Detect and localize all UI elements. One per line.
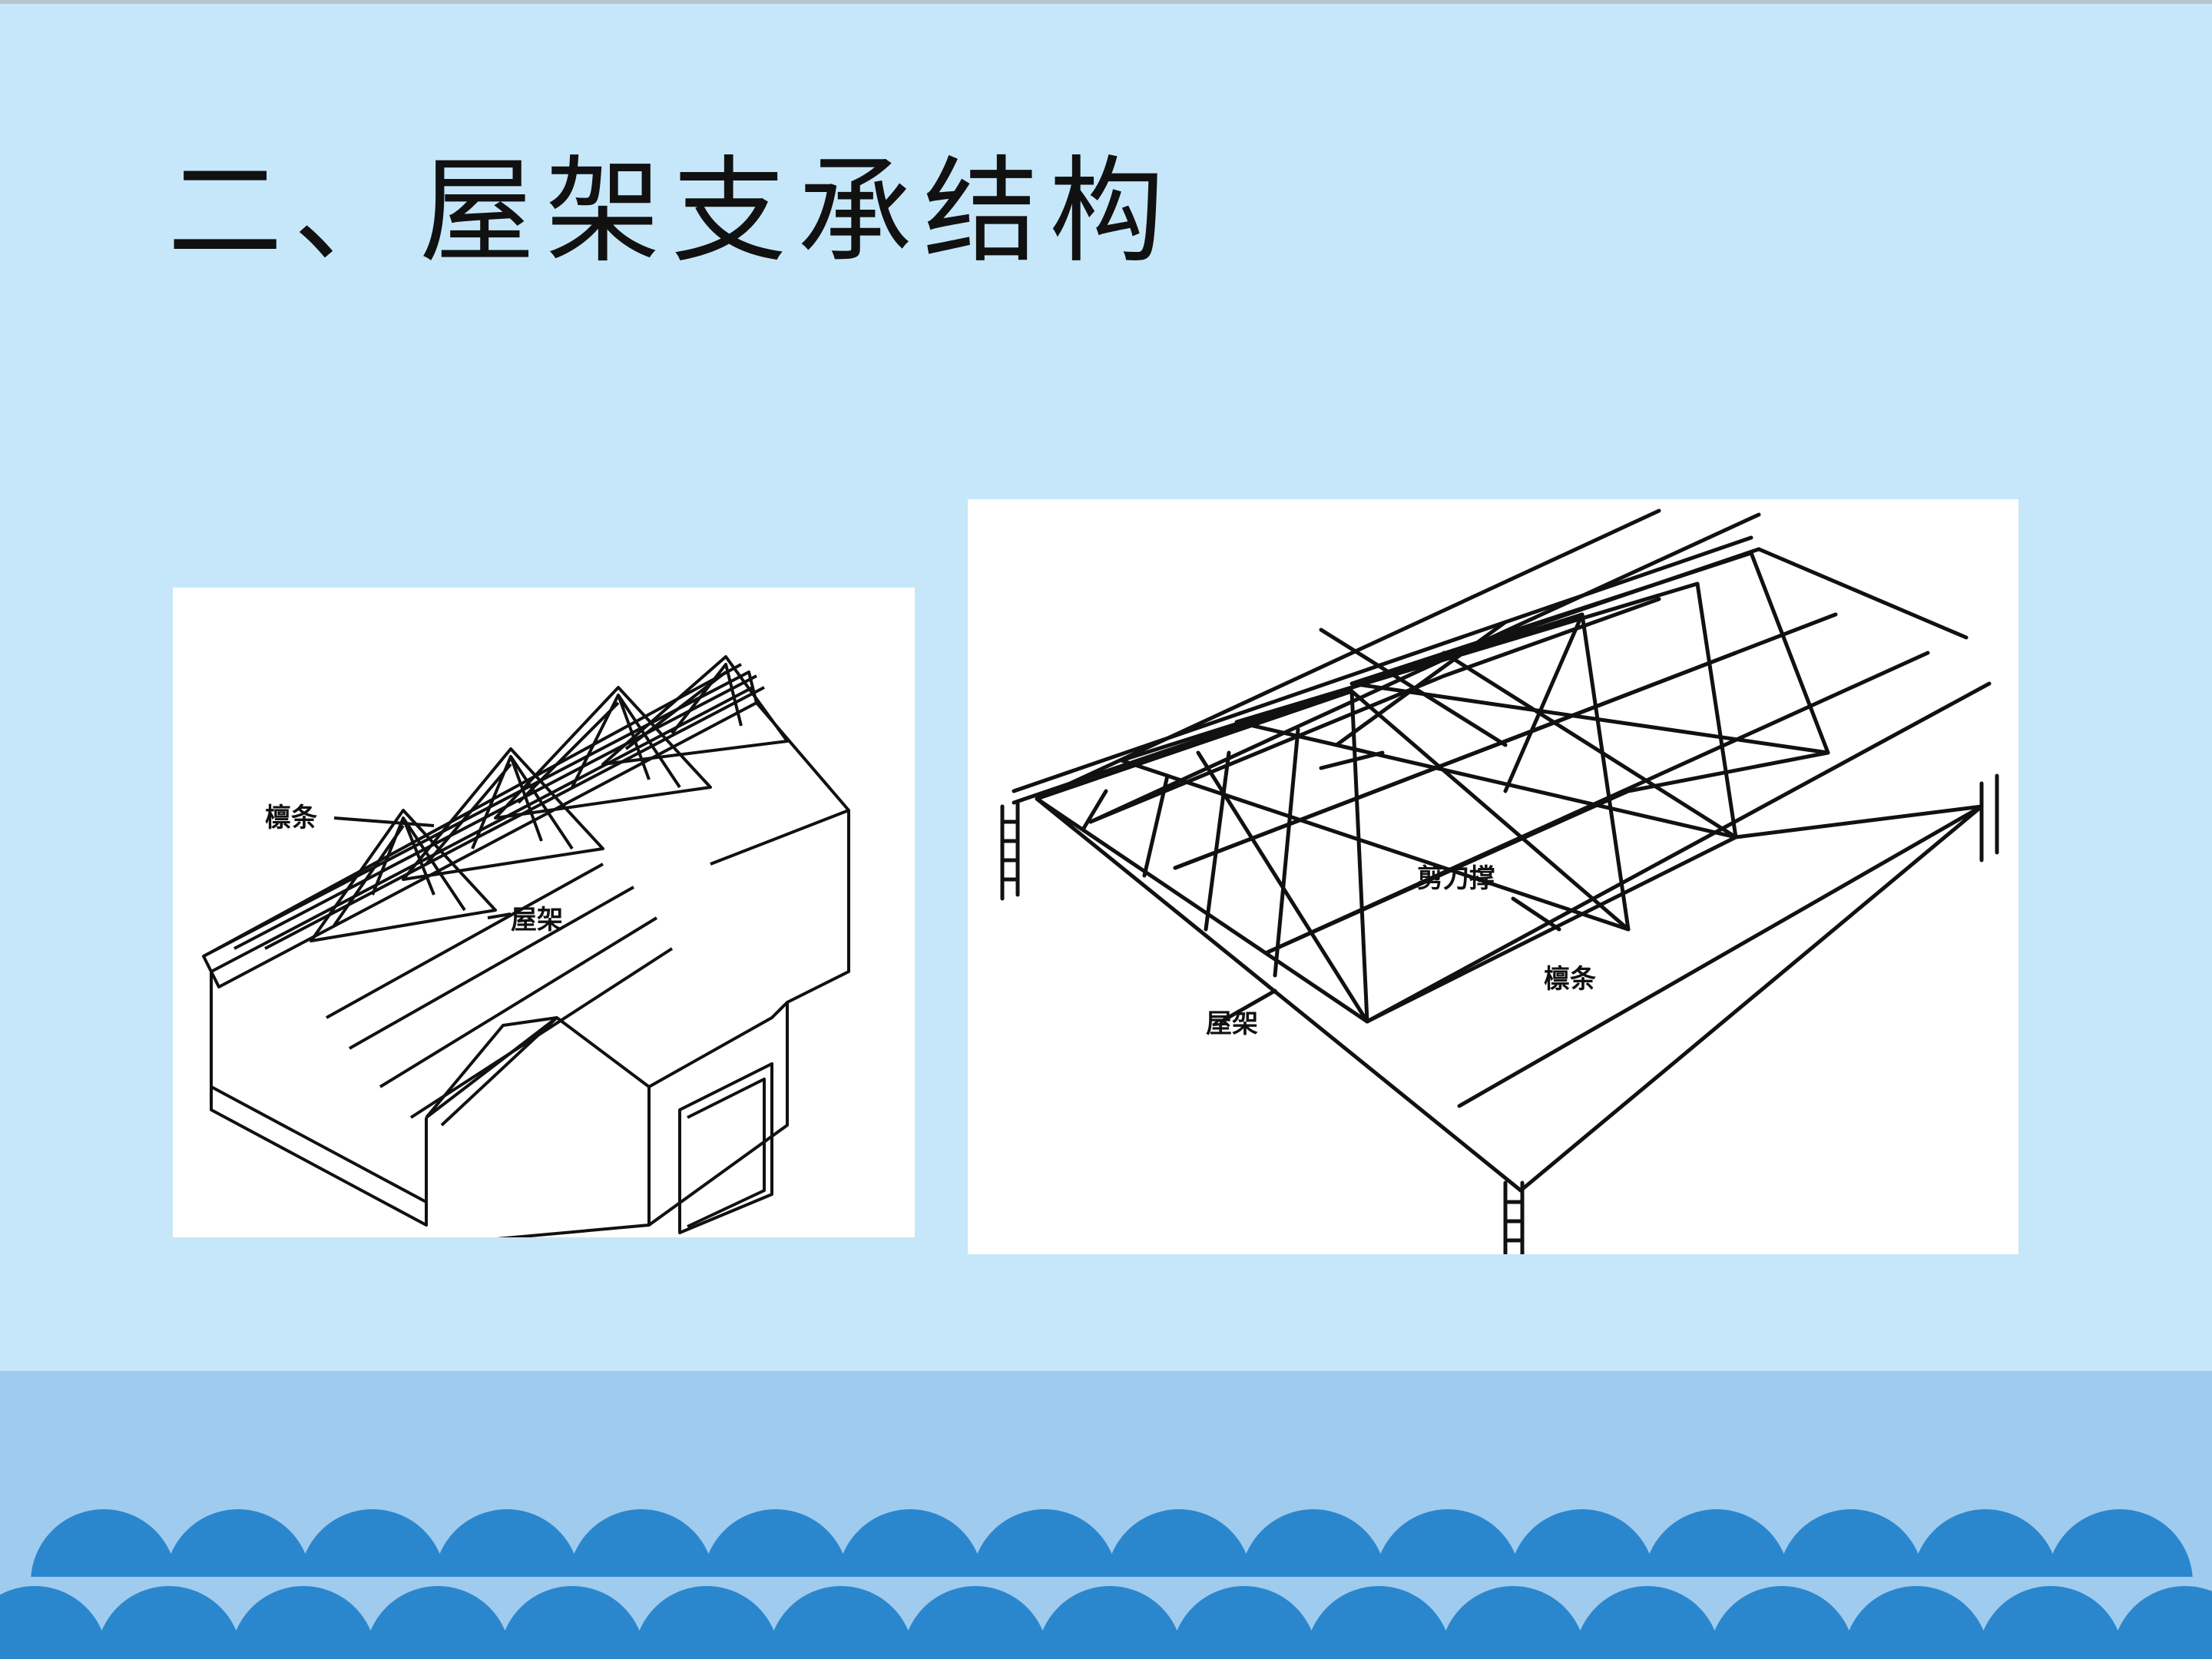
page-title: 二、屋架支承结构 bbox=[167, 145, 1176, 279]
house-roof-truss-drawing bbox=[202, 655, 850, 1237]
top-rule bbox=[0, 0, 2212, 4]
truss-bracing-figure: 剪刀撑 檩条 屋架 bbox=[968, 499, 2018, 1254]
label-purlin-right: 檩条 bbox=[1544, 964, 1596, 995]
house-roof-truss-figure: 檩条 屋架 bbox=[173, 588, 915, 1237]
label-purlin-left: 檩条 bbox=[265, 803, 317, 833]
wave-pattern bbox=[0, 1509, 2212, 1659]
label-roof-truss-right: 屋架 bbox=[1206, 1008, 1258, 1039]
label-roof-truss-left: 屋架 bbox=[511, 905, 563, 935]
label-scissor-brace: 剪刀撑 bbox=[1417, 863, 1495, 894]
footer-wave-decoration bbox=[0, 1371, 2212, 1659]
truss-bracing-drawing bbox=[1000, 508, 1999, 1254]
